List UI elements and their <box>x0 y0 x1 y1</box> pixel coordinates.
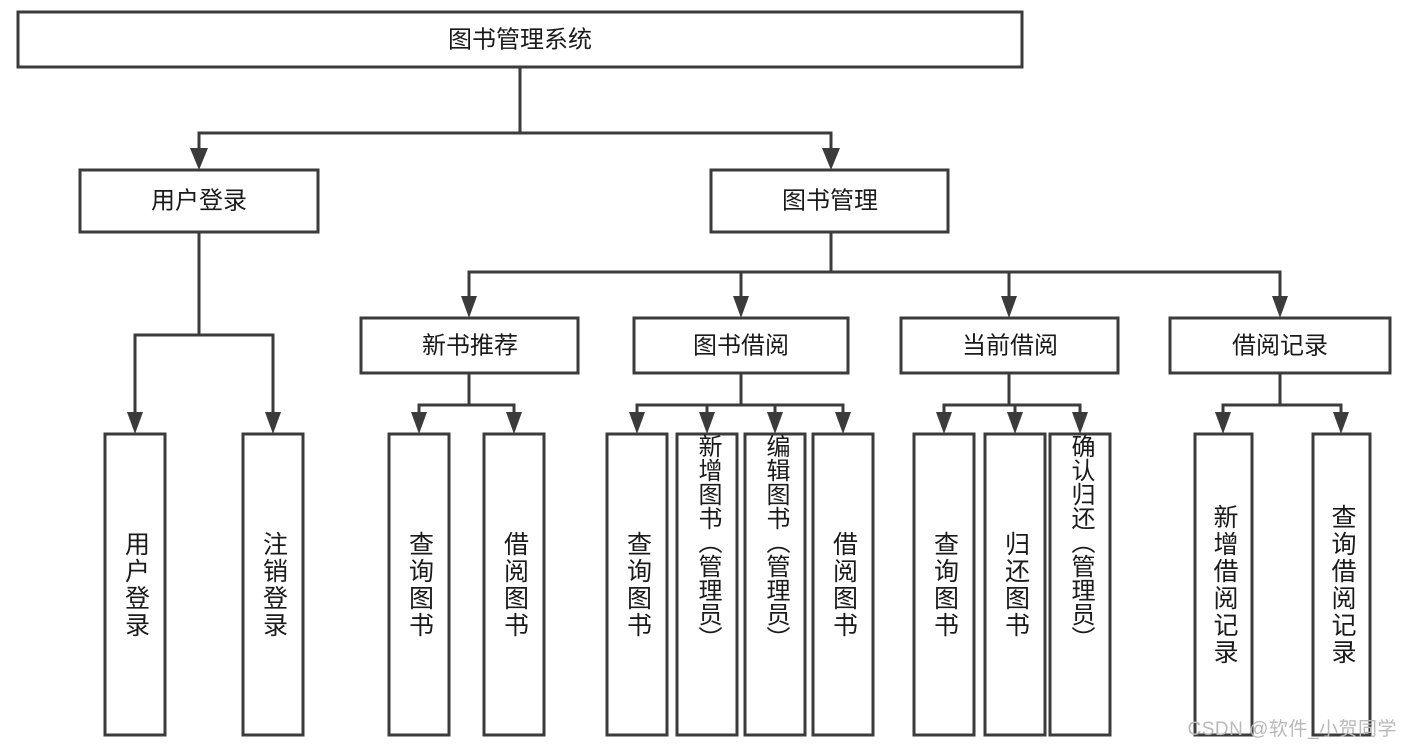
arrowhead-borrow-record <box>1272 296 1288 318</box>
connector-group-root <box>190 65 840 170</box>
leaf-box-bb-add-book-admin[interactable] <box>675 432 739 737</box>
node-book-borrowing-label: 图书借阅 <box>693 332 789 359</box>
arrowhead-bb-query-book <box>629 412 645 434</box>
node-borrowing-record-box <box>1168 316 1392 375</box>
node-root-box <box>16 10 1024 69</box>
arrowhead-leaf-logout-login <box>265 412 281 434</box>
node-new-book-recommendation-label: 新书推荐 <box>422 332 518 359</box>
connector-group-new-book-rec <box>411 371 522 434</box>
leaf-box-cb-confirm-return-admin[interactable] <box>1048 432 1112 737</box>
arrowhead-current-borrow <box>1001 296 1017 318</box>
arrowhead-cb-query-book <box>936 412 952 434</box>
arrowhead-new-book-rec <box>461 296 477 318</box>
node-book-management-box <box>709 168 950 234</box>
arrowhead-bb-add-book <box>699 412 715 434</box>
arrowhead-br-query-record <box>1333 412 1349 434</box>
arrowhead-book-mgmt <box>822 148 840 170</box>
arrowhead-bb-edit-book <box>767 412 783 434</box>
node-new-book-recommendation[interactable]: 新书推荐 <box>359 316 580 375</box>
node-current-borrowing-label: 当前借阅 <box>962 332 1058 359</box>
connector-group-borrow-record <box>1215 371 1349 434</box>
node-borrowing-record-label: 借阅记录 <box>1232 332 1328 359</box>
arrowhead-nbr-borrow-book <box>506 412 522 434</box>
leaf-box-group <box>103 432 1372 737</box>
arrowhead-bb-borrow-book <box>835 412 851 434</box>
node-current-borrowing-box <box>899 316 1120 375</box>
node-root-label: 图书管理系统 <box>448 26 592 53</box>
node-book-management[interactable]: 图书管理 <box>709 168 950 234</box>
arrowhead-book-borrow <box>733 296 749 318</box>
connector-group-book-mgmt <box>461 230 1288 318</box>
leaf-box-br-add-record[interactable] <box>1193 432 1254 737</box>
arrowhead-user-login <box>190 148 208 170</box>
node-user-login-box <box>78 168 320 234</box>
leaf-box-nbr-borrow-book[interactable] <box>482 432 546 737</box>
node-user-login[interactable]: 用户登录 <box>78 168 320 234</box>
leaf-box-cb-query-book[interactable] <box>912 432 976 737</box>
node-book-management-label: 图书管理 <box>782 187 878 214</box>
node-borrowing-record[interactable]: 借阅记录 <box>1168 316 1392 375</box>
arrowhead-cb-return-book <box>1007 412 1023 434</box>
leaf-box-user-login[interactable] <box>103 432 167 737</box>
node-current-borrowing[interactable]: 当前借阅 <box>899 316 1120 375</box>
connector-group-current-borrow <box>936 371 1088 434</box>
arrowhead-nbr-query-book <box>411 412 427 434</box>
node-user-login-label: 用户登录 <box>151 187 247 214</box>
node-new-book-recommendation-box <box>359 316 580 375</box>
leaf-box-nbr-query-book[interactable] <box>387 432 451 737</box>
arrowhead-leaf-user-login <box>127 412 143 434</box>
leaf-box-bb-query-book[interactable] <box>605 432 669 737</box>
leaf-box-bb-edit-book-admin[interactable] <box>743 432 807 737</box>
leaf-box-logout-login[interactable] <box>241 432 305 737</box>
connector-group-user-login <box>127 230 281 434</box>
node-book-borrowing[interactable]: 图书借阅 <box>632 316 850 375</box>
node-root-system[interactable]: 图书管理系统 <box>16 10 1024 69</box>
connector-group-book-borrow <box>629 371 851 434</box>
arrowhead-cb-confirm-return <box>1072 412 1088 434</box>
node-book-borrowing-box <box>632 316 850 375</box>
leaf-box-br-query-record[interactable] <box>1311 432 1372 737</box>
leaf-box-cb-return-book[interactable] <box>983 432 1047 737</box>
arrowhead-br-add-record <box>1215 412 1231 434</box>
leaf-box-bb-borrow-book[interactable] <box>811 432 875 737</box>
